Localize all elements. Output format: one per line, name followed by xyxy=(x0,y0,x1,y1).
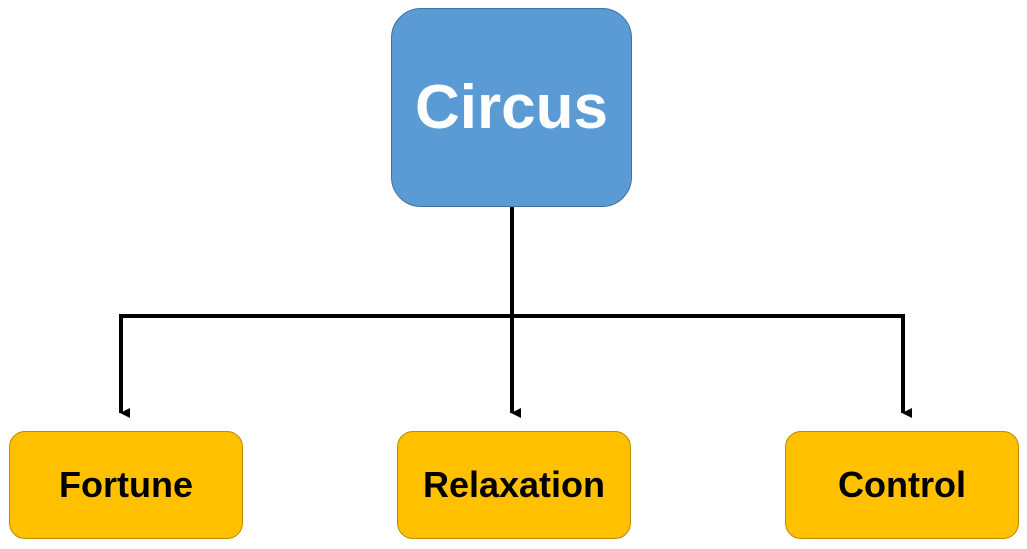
child-node-fortune: Fortune xyxy=(9,431,243,539)
child-node-control: Control xyxy=(785,431,1019,539)
root-node-label: Circus xyxy=(415,73,608,142)
child-node-relaxation: Relaxation xyxy=(397,431,631,539)
child-node-label: Control xyxy=(838,464,966,505)
child-node-label: Relaxation xyxy=(422,464,606,505)
root-node: Circus xyxy=(391,8,632,207)
child-node-label: Fortune xyxy=(59,464,193,505)
